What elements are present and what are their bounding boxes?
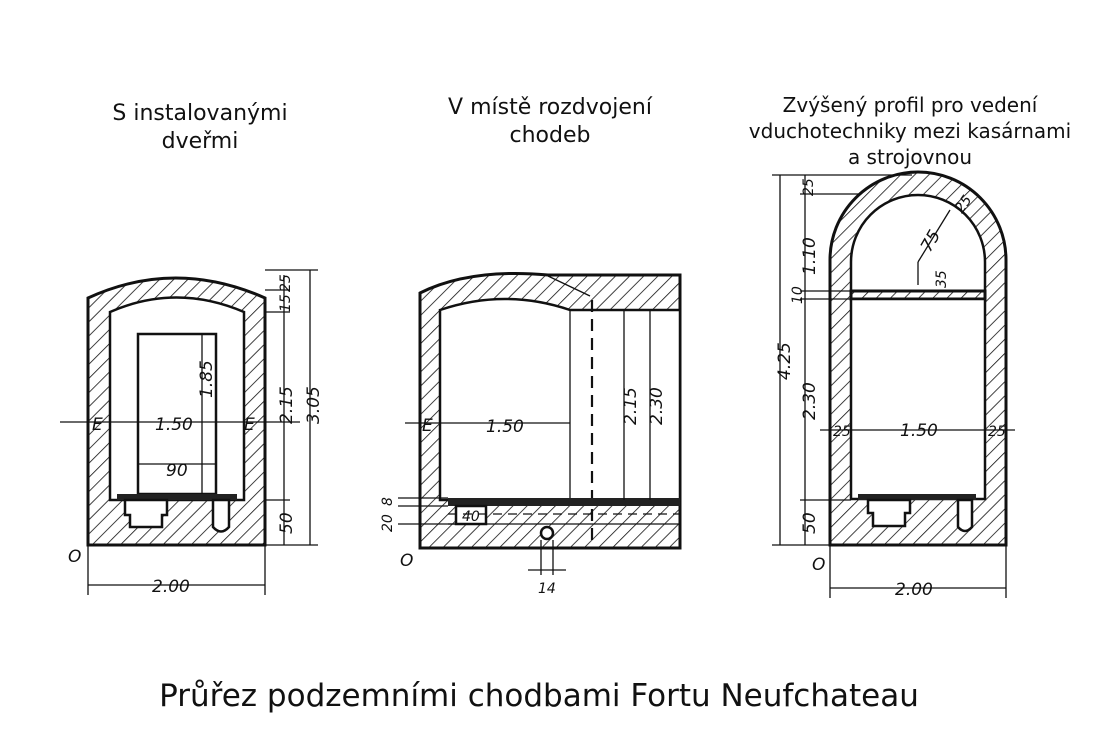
section-2-origin-label: O [400, 551, 413, 571]
section-1-total-height-label: 3.05 [304, 386, 324, 424]
section-2-drain-label: 40 [462, 509, 480, 525]
section-3-width-label: 2.00 [895, 580, 933, 600]
section-1-door [136, 332, 218, 496]
section-3-offset-label: 35 [934, 270, 950, 288]
section-1-top-a-label: 15 [278, 294, 294, 312]
section-3-title: Zvýšený profil pro vedení vduchotechniky… [748, 93, 1072, 169]
section-2-pipe-label: 14 [538, 581, 556, 597]
section-1-wall-left-label: E [92, 415, 103, 435]
figure-caption: Průřez podzemními chodbami Fortu Neufcha… [159, 678, 919, 714]
section-3-floor [858, 494, 976, 500]
section-1-pipe [211, 498, 231, 533]
section-3-total-height-label: 4.25 [775, 342, 795, 380]
section-3-inner-width-label: 1.50 [900, 421, 938, 441]
section-1-drain [123, 498, 169, 529]
section-3-arch-label: 1.10 [800, 237, 820, 275]
section-3-arch-void [849, 193, 987, 293]
section-1-width-label: 2.00 [152, 577, 190, 597]
section-1-inner-width-label: 1.50 [155, 415, 193, 435]
section-1-base-label: 50 [277, 512, 297, 534]
section-1-origin-label: O [68, 547, 81, 567]
section-2-pipe [539, 525, 555, 541]
section-2-floor-b-label: 8 [380, 497, 396, 506]
section-3-wall-right-label: 25 [988, 424, 1006, 440]
section-3-origin-label: O [812, 555, 825, 575]
section-1-title: S instalovanými dveřmi [112, 101, 288, 154]
section-3-drawing: 75 25 35 25 1.50 25 25 1.10 10 4.25 2.30… [772, 170, 1015, 600]
section-1-door-height-label: 1.85 [197, 360, 217, 398]
section-3-wall-left-label: 25 [833, 424, 851, 440]
section-1-drawing: 2.00 E 1.50 E 90 1.85 15 25 2.15 3.05 50… [60, 269, 324, 597]
section-1-door-width-label: 90 [166, 461, 188, 481]
section-2-wall-left-label: E [422, 416, 433, 436]
section-3-slab-label: 10 [790, 286, 806, 304]
section-2-drawing: E 1.50 2.15 2.30 20 8 40 14 O [380, 272, 682, 597]
section-1-floor [117, 494, 237, 500]
section-3-tunnel-void [849, 297, 987, 501]
section-2-clear-height-b-label: 2.30 [647, 387, 667, 425]
section-3-crown-label: 25 [801, 178, 817, 196]
section-1-clear-height-label: 2.15 [277, 386, 297, 424]
section-3-base-label: 50 [800, 512, 820, 534]
section-2-floor [448, 498, 680, 506]
section-3-lower-height-label: 2.30 [800, 382, 820, 420]
section-2-clear-height-a-label: 2.15 [621, 387, 641, 425]
section-1-wall-right-label: E [244, 415, 255, 435]
section-3-pipe [956, 498, 974, 533]
section-2-tunnel-void [438, 297, 682, 502]
section-1-top-b-label: 25 [278, 274, 294, 292]
section-2-inner-width-label: 1.50 [486, 417, 524, 437]
section-2-title: V místě rozdvojení chodeb [448, 95, 652, 148]
section-3-drain [866, 498, 912, 528]
section-2-floor-a-label: 20 [380, 514, 396, 532]
